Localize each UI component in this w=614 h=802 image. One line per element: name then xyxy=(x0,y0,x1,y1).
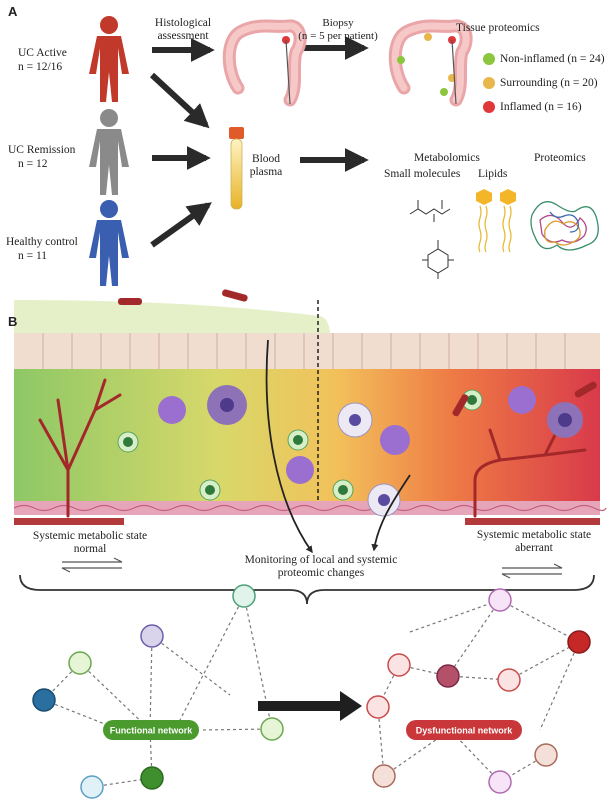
label-small-molecules: Small molecules xyxy=(384,168,461,180)
label-lipids: Lipids xyxy=(478,168,508,180)
human-figure-healthy-control xyxy=(89,200,129,286)
lipid-icons xyxy=(476,189,516,253)
label-proteomics: Proteomics xyxy=(534,152,586,164)
panel-label-b: B xyxy=(8,314,18,329)
legend-non-inflamed: Non-inflamed (n = 24) xyxy=(500,53,605,65)
human-figure-uc-remission xyxy=(89,109,129,195)
functional-network-label: Functional network xyxy=(110,726,193,736)
legend-dot-inflamed xyxy=(483,101,495,113)
group-n-uc-remission: n = 12 xyxy=(18,158,48,170)
dysfunctional-network-label: Dysfunctional network xyxy=(416,726,514,736)
colon-illustration-histology xyxy=(222,19,307,107)
monitoring-arrows xyxy=(265,339,411,554)
human-figure-uc-active xyxy=(89,16,129,102)
legend-dot-surrounding xyxy=(483,77,495,89)
colon-illustration-biopsy xyxy=(388,19,473,107)
protein-structure-icon xyxy=(530,201,599,251)
dysfunctional-network-pill xyxy=(406,720,522,740)
group-name-uc-active: UC Active xyxy=(18,47,67,59)
label-monitoring: Monitoring of local and systemic proteom… xyxy=(244,554,398,579)
label-tissue-proteomics: Tissue proteomics xyxy=(456,22,540,34)
blood-tube-icon xyxy=(229,127,244,210)
small-molecule-structures xyxy=(409,200,454,279)
group-n-healthy-control: n = 11 xyxy=(18,250,48,262)
group-name-healthy-control: Healthy control xyxy=(6,236,78,248)
equilibrium-symbol-normal xyxy=(61,557,123,573)
legend-inflamed: Inflamed (n = 16) xyxy=(500,101,582,113)
summary-brace xyxy=(19,574,595,605)
group-n-uc-active: n = 12/16 xyxy=(18,61,63,73)
label-metabolomics: Metabolomics xyxy=(414,152,480,164)
panel-label-a: A xyxy=(8,4,18,19)
dysfunctional-network xyxy=(366,588,591,794)
label-state-aberrant: Systemic metabolic state aberrant xyxy=(476,529,592,554)
legend-dot-non-inflamed xyxy=(483,53,495,65)
functional-network xyxy=(32,584,284,799)
label-state-normal: Systemic metabolic state normal xyxy=(32,530,148,555)
functional-network-pill xyxy=(103,720,199,740)
network-transition-arrow xyxy=(258,691,362,721)
group-name-uc-remission: UC Remission xyxy=(8,144,76,156)
intestinal-tissue-illustration xyxy=(13,289,607,525)
label-biopsy: Biopsy (n = 5 per patient) xyxy=(298,17,378,42)
label-histological-assessment: Histological assessment xyxy=(154,17,212,42)
label-blood-plasma: Blood plasma xyxy=(249,153,283,178)
arrows-panel-a xyxy=(149,36,369,248)
equilibrium-symbol-aberrant xyxy=(501,563,563,579)
legend-surrounding: Surrounding (n = 20) xyxy=(500,77,598,89)
